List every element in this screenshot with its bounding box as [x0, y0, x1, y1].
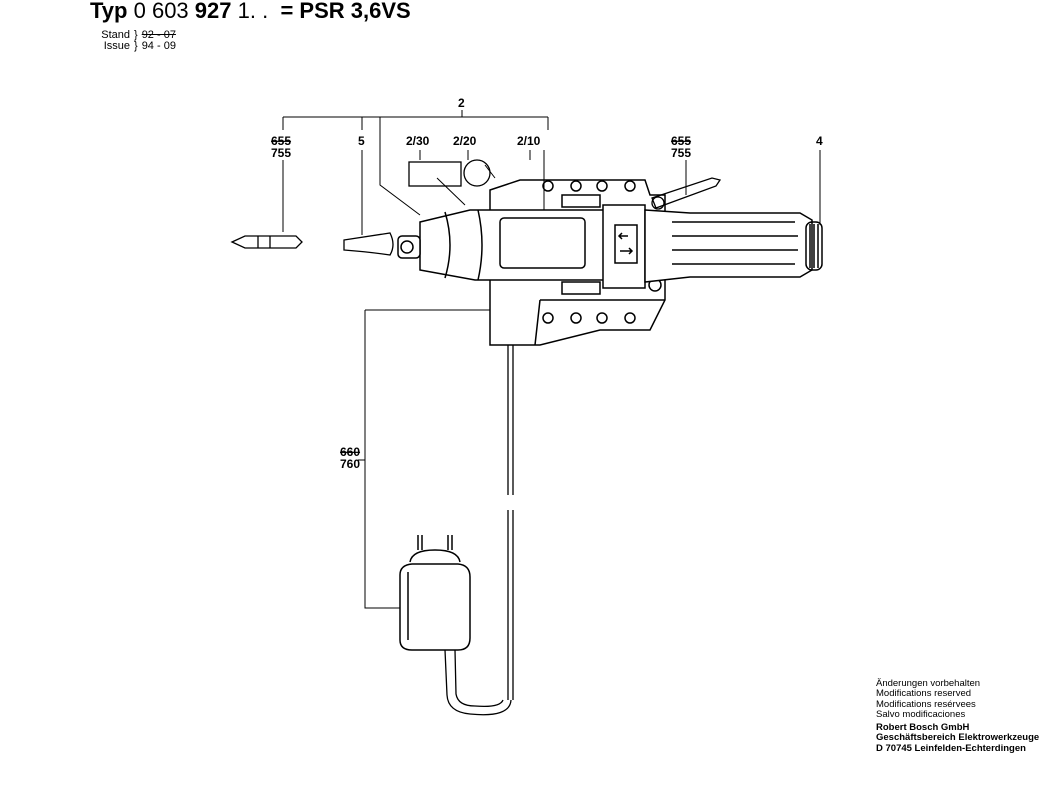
- note-line: Salvo modificaciones: [876, 708, 966, 720]
- callout-760: 760: [340, 457, 360, 471]
- document-title: Typ 0 603 927 1. . = PSR 3,6VS: [90, 0, 411, 24]
- callout-2-10: 2/10: [517, 134, 541, 148]
- issue-value: 94 - 09: [141, 40, 176, 52]
- footer-notes: Änderungen vorbehalten Modifications res…: [876, 678, 1040, 754]
- note-line: Modifications reserved: [876, 688, 972, 700]
- callout-2: 2: [458, 96, 465, 110]
- division-name: Geschäftsbereich Elektrowerkzeuge: [876, 732, 1040, 744]
- company-name: Robert Bosch GmbH: [876, 722, 970, 734]
- callout-755-right: 755: [671, 146, 691, 160]
- part-number-prefix: 0 603: [133, 0, 189, 23]
- leader-lines: [282, 110, 821, 609]
- part-number-bold: 927: [194, 0, 232, 23]
- charging-stand-icon: [489, 179, 666, 346]
- revision-block: Stand}92 - 07 Issue}94 - 09: [90, 30, 176, 52]
- charger-cable-icon: [444, 345, 514, 716]
- callout-655-right: 655: [671, 134, 691, 148]
- callout-5: 5: [358, 134, 365, 148]
- note-line: Änderungen vorbehalten: [876, 678, 981, 689]
- round-label-icon: [463, 159, 491, 187]
- typ-label: Typ: [90, 0, 128, 23]
- callout-2-30: 2/30: [406, 134, 430, 148]
- stand-label: Stand: [101, 29, 130, 41]
- plug-in-charger-icon: [399, 535, 471, 651]
- bit-sleeve-icon: [343, 232, 394, 256]
- screwdriver-bit-left-icon: [230, 235, 303, 249]
- stand-value: 92 - 07: [141, 29, 176, 41]
- screwdriver-body-icon: [397, 204, 646, 289]
- handle-grip-icon: [644, 209, 823, 283]
- note-line: Modifications resérvees: [876, 698, 976, 710]
- part-number-suffix: 1. .: [237, 0, 269, 23]
- issue-label: Issue: [103, 40, 130, 52]
- callout-2-20: 2/20: [453, 134, 477, 148]
- label-plate-icon: [408, 161, 462, 187]
- callout-4: 4: [816, 134, 823, 148]
- callout-660: 660: [340, 445, 360, 459]
- callout-755-left: 755: [271, 146, 291, 160]
- callout-655-left: 655: [271, 134, 291, 148]
- model-name: = PSR 3,6VS: [280, 0, 411, 23]
- screwdriver-bit-right-icon: [651, 177, 722, 210]
- company-address: D 70745 Leinfelden-Echterdingen: [876, 742, 1026, 754]
